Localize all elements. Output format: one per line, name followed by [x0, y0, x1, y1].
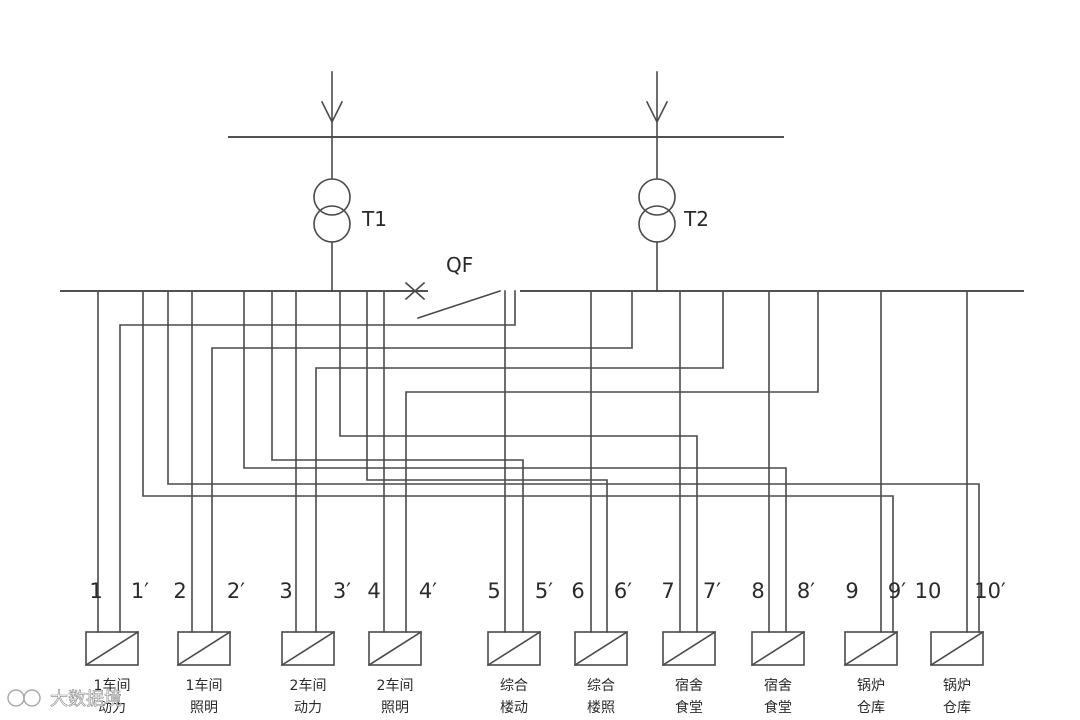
watermark: 大数据境: [7, 689, 122, 710]
feeder-wires: [97, 290, 980, 633]
circuit-number: 2: [173, 579, 186, 603]
circuit-name-line1: 综合: [587, 678, 615, 694]
circuit-number: 9: [845, 579, 858, 603]
breaker-qf-label: QF: [446, 253, 473, 277]
circuit-name-line2: 仓库: [857, 700, 885, 716]
terminal-box-icon: [84, 630, 140, 667]
feeder-wire-backup-10: [167, 290, 980, 633]
transformer-t1-icon: [313, 178, 351, 292]
terminal-box-icon: [367, 630, 423, 667]
bus-tie-breaker-icon: [404, 281, 502, 320]
circuit-name-line1: 宿舍: [764, 677, 792, 694]
circuit-number: 7: [661, 579, 674, 603]
feeder-wire-backup-4: [405, 290, 819, 633]
feeder-wire-backup-6: [366, 290, 608, 633]
circuit-name-line2: 食堂: [764, 699, 792, 716]
circuit-name-line2: 照明: [381, 700, 409, 716]
transformer-t1-label: T1: [361, 207, 387, 231]
circuit-numbers: 1 1′ 2 2′ 3 3′ 4 4′ 5 5′ 6 6′ 7 7′ 8 8′ 9 9′ 10 10′: [89, 579, 1006, 603]
circuit-number: 6′: [614, 579, 632, 603]
watermark-logo-icon: [23, 689, 41, 707]
feeder-wire-backup-3: [315, 290, 724, 633]
circuit-number: 3: [279, 579, 292, 603]
watermark-logo-icon: [7, 689, 25, 707]
circuit-name-line2: 动力: [294, 700, 322, 716]
transformer-t2-label: T2: [683, 207, 709, 231]
transformer-t2-icon: [638, 178, 676, 292]
circuit-name-line2: 仓库: [943, 700, 971, 716]
circuit-name-line1: 锅炉: [943, 678, 971, 694]
circuit-name-line2: 楼动: [500, 700, 528, 716]
circuit-number: 4: [367, 579, 380, 603]
circuit-name-line1: 锅炉: [857, 678, 885, 694]
watermark-text: 大数据境: [50, 689, 122, 710]
terminal-box-icon: [929, 630, 985, 667]
incoming-feeder-arrow-icon: [645, 71, 669, 179]
feeder-wire-backup-5: [271, 290, 524, 633]
circuit-name-line1: 2车间: [377, 677, 414, 694]
terminal-box-icon: [176, 630, 232, 667]
feeder-wire-backup-8: [243, 290, 787, 633]
circuit-number: 10′: [974, 579, 1006, 603]
circuit-number: 9′: [888, 579, 906, 603]
circuit-number: 8: [751, 579, 764, 603]
circuit-number: 10: [915, 579, 942, 603]
feeder-wire-backup-7: [339, 290, 698, 633]
terminal-boxes: [84, 630, 985, 667]
circuit-number: 8′: [797, 579, 815, 603]
circuit-number: 6: [571, 579, 584, 603]
circuit-name-line1: 综合: [500, 678, 528, 694]
feeder-wire-backup-1: [119, 290, 516, 633]
circuit-number: 5′: [535, 579, 553, 603]
circuit-number: 1′: [131, 579, 149, 603]
terminal-box-icon: [661, 630, 717, 667]
circuit-number: 4′: [419, 579, 437, 603]
terminal-box-icon: [486, 630, 542, 667]
circuit-name-line1: 2车间: [290, 677, 327, 694]
circuit-name-line1: 1车间: [94, 677, 131, 694]
circuit-name-line1: 宿舍: [675, 677, 703, 694]
circuit-number: 7′: [703, 579, 721, 603]
feeder-wire-backup-2: [211, 290, 633, 633]
circuit-number: 5: [487, 579, 500, 603]
circuit-name-line1: 1车间: [186, 677, 223, 694]
circuit-name-line2: 楼照: [587, 700, 615, 716]
circuit-number: 1: [89, 579, 102, 603]
circuit-number: 3′: [333, 579, 351, 603]
terminal-box-icon: [573, 630, 629, 667]
circuit-name-line2: 动力: [98, 700, 126, 716]
circuit-name-line2: 食堂: [675, 699, 703, 716]
circuit-name-line2: 照明: [190, 700, 218, 716]
incoming-feeder-arrow-icon: [320, 71, 344, 179]
circuit-number: 2′: [227, 579, 245, 603]
terminal-box-icon: [750, 630, 806, 667]
terminal-box-icon: [843, 630, 899, 667]
feeder-wire-backup-9: [142, 290, 894, 633]
terminal-box-icon: [280, 630, 336, 667]
